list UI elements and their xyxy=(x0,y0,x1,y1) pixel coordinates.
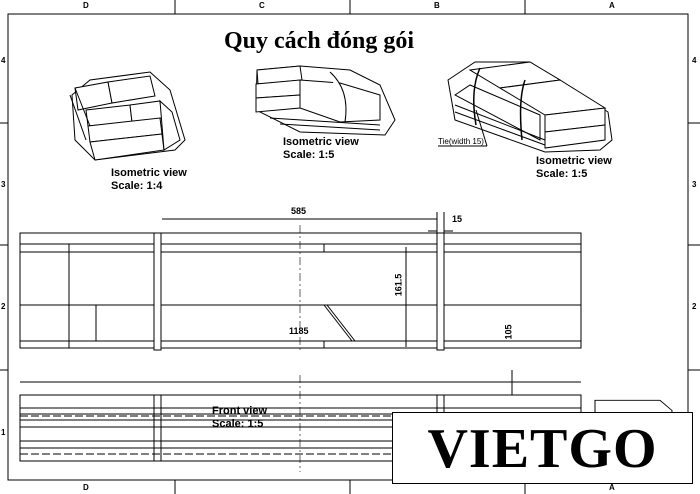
iso-right-caption: Isometric view Scale: 1:5 xyxy=(536,155,612,181)
vietgo-logo: VIETGO xyxy=(392,412,693,484)
iso-right-label: Isometric view xyxy=(536,155,612,167)
zone-col-a: A xyxy=(609,1,615,10)
top-view xyxy=(19,212,582,351)
zone-col-c: C xyxy=(259,1,265,10)
tie-annotation: Tie(width 15) xyxy=(438,137,484,146)
zone-col-d: D xyxy=(83,1,89,10)
zone-row-3: 3 xyxy=(1,180,6,189)
front-view-label: Front view xyxy=(212,405,268,417)
zone-col-d-bottom: D xyxy=(83,483,89,492)
iso-left-caption: Isometric view Scale: 1:4 xyxy=(111,167,187,193)
dim-tie-width: 15 xyxy=(452,214,463,224)
isometric-view-middle xyxy=(255,65,396,136)
drawing-frame xyxy=(7,13,689,481)
iso-middle-caption: Isometric view Scale: 1:5 xyxy=(283,136,359,162)
zone-col-a-bottom: A xyxy=(609,483,615,492)
zone-row-4: 4 xyxy=(1,56,6,65)
iso-middle-label: Isometric view xyxy=(283,136,359,148)
iso-middle-scale: Scale: 1:5 xyxy=(283,149,335,161)
dim-length: 1185 xyxy=(289,326,309,336)
zone-row-4-right: 4 xyxy=(692,56,697,65)
zone-row-2: 2 xyxy=(1,302,6,311)
dim-tie-spacing: 585 xyxy=(291,206,307,216)
front-view-scale: Scale: 1:5 xyxy=(212,418,264,430)
zone-col-b: B xyxy=(434,1,440,10)
zone-row-3-right: 3 xyxy=(692,180,697,189)
iso-left-label: Isometric view xyxy=(111,167,187,179)
dim-offset: 105 xyxy=(503,324,514,340)
page-title: Quy cách đóng gói xyxy=(224,28,415,54)
iso-left-scale: Scale: 1:4 xyxy=(111,180,163,192)
isometric-view-right xyxy=(438,61,613,153)
dim-height: 161.5 xyxy=(393,273,404,297)
zone-row-1: 1 xyxy=(1,428,6,437)
front-view-caption: Front view Scale: 1:5 xyxy=(212,405,267,431)
zone-row-2-right: 2 xyxy=(692,302,697,311)
isometric-view-left xyxy=(69,71,186,161)
iso-right-scale: Scale: 1:5 xyxy=(536,168,588,180)
